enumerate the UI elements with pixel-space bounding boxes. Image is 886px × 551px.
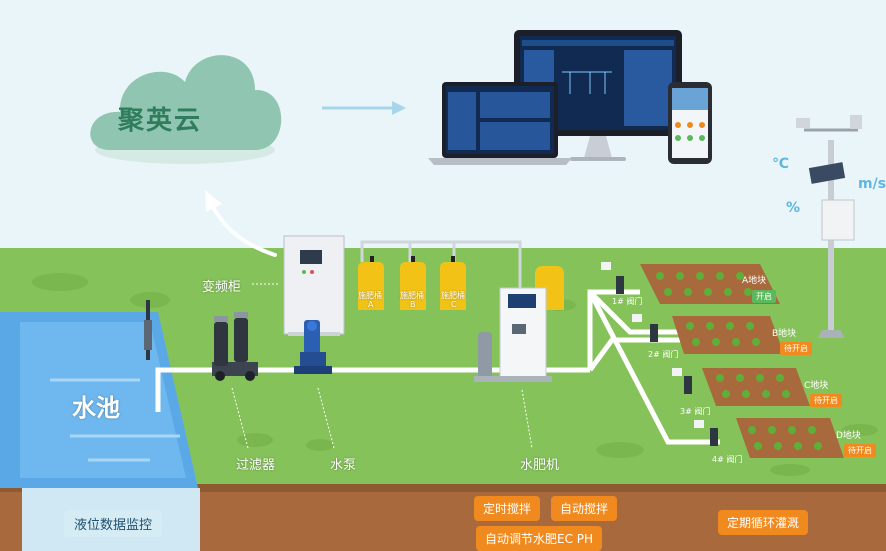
tank-a-sub: A (368, 300, 374, 309)
tank-a-label: 施肥桶 (358, 291, 382, 300)
temperature-unit: ℃ (772, 156, 789, 172)
cabinet-label: 变频柜 (202, 280, 242, 295)
pump-label: 水泵 (330, 458, 357, 473)
field-c-status: 待开启 (810, 394, 842, 407)
cloud-brand: 聚英云 (118, 106, 203, 136)
pool-label: 水池 (72, 394, 120, 422)
filter-label: 过滤器 (236, 458, 276, 473)
fertilizer-machine-icon (474, 287, 552, 382)
level-monitor-label: 液位数据监控 (64, 510, 163, 537)
field-d-status: 待开启 (844, 444, 876, 457)
tank-b-label: 施肥桶 (400, 291, 424, 300)
field-b-status: 待开启 (780, 342, 812, 355)
field-a-status: 开启 (752, 290, 776, 303)
auto-stir-badge: 自动搅拌 (551, 496, 618, 521)
valve-2-label: 2# 阀门 (648, 350, 679, 359)
pump-icon (294, 320, 332, 374)
filter-icon (212, 312, 258, 381)
weather-station-icon (796, 115, 862, 338)
humidity-unit: % (786, 200, 801, 216)
tank-c-label: 施肥桶 (441, 291, 465, 300)
valve-3-label: 3# 阀门 (680, 407, 711, 416)
cabinet-icon (283, 235, 345, 336)
auto-adjust-badge: 自动调节水肥EC PH (476, 526, 603, 551)
field-d-name: D地块 (836, 431, 861, 441)
valve-1-label: 1# 阀门 (612, 297, 643, 306)
field-a-name: A地块 (742, 276, 767, 286)
laptop-icon (428, 82, 572, 165)
valve-icon (601, 262, 718, 446)
tank-c-sub: C (451, 300, 457, 309)
desktop-monitor-icon (514, 30, 682, 161)
field-b-name: B地块 (772, 329, 797, 339)
cycle-irrigation-badge: 定期循环灌溉 (718, 510, 809, 535)
cloud-logo (90, 55, 282, 164)
field-c-name: C地块 (804, 381, 829, 391)
fertilizer-machine-label: 水肥机 (520, 458, 560, 473)
upload-arrow-icon (210, 203, 277, 257)
wind-unit: m/s (858, 176, 886, 192)
valve-4-label: 4# 阀门 (712, 455, 743, 464)
field-plots (640, 264, 844, 458)
sync-arrow-icon (322, 101, 406, 115)
tank-b-sub: B (410, 300, 416, 309)
tank-icon (358, 256, 564, 310)
level-sensor-icon (144, 300, 152, 360)
timed-stir-badge: 定时搅拌 (474, 496, 541, 521)
phone-icon (668, 82, 712, 164)
